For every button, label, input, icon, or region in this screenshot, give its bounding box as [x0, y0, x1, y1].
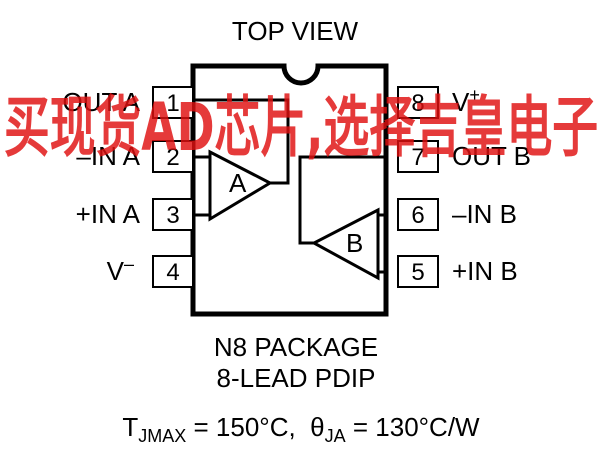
pin-2-number: 2 [166, 144, 179, 171]
pin-7-label: OUT B [452, 141, 531, 171]
package-type: 8-LEAD PDIP [217, 363, 376, 393]
amp-b-label: B [346, 228, 363, 258]
pin-4-label: V– [107, 254, 134, 286]
pin-6-number: 6 [411, 202, 424, 229]
pin-5-label: +IN B [452, 256, 518, 286]
pin-1-number: 1 [166, 90, 179, 117]
internal-wiring [193, 98, 386, 274]
amp-a-triangle [208, 149, 274, 222]
pin-2-label: –IN A [76, 141, 140, 171]
amp-a-label: A [229, 168, 247, 198]
pin-1-box [152, 86, 194, 119]
amplifier-b: B [310, 207, 380, 281]
amplifier-a: A [208, 149, 274, 222]
pin-3-label: +IN A [76, 199, 141, 229]
pin-3-box [152, 198, 194, 231]
pin-6-box [397, 198, 439, 231]
pin-6-label: –IN B [452, 199, 517, 229]
pin-5-number: 5 [411, 259, 424, 286]
pin-8-label: V+ [452, 85, 480, 117]
pin-4-box [152, 255, 194, 288]
wire-out-a [193, 98, 290, 185]
left-pins: 1 OUT A 2 –IN A 3 +IN A 4 V– [62, 86, 194, 288]
package-name: N8 PACKAGE [214, 332, 378, 362]
diagram-title: TOP VIEW [232, 16, 359, 46]
pin-1-label: OUT A [62, 87, 140, 117]
pin-5-box [397, 255, 439, 288]
pin-3-number: 3 [166, 202, 179, 229]
amp-b-triangle [310, 207, 380, 281]
package-body [190, 63, 389, 317]
pin-8-box [397, 86, 439, 119]
pin-8-number: 8 [411, 90, 424, 117]
thermal-spec: TJMAX = 150°C, θJA = 130°C/W [122, 412, 480, 446]
right-pins: 8 V+ 7 OUT B 6 –IN B 5 +IN B [397, 85, 531, 288]
wire-out-b [298, 155, 386, 245]
watermark-text: 买现货AD芯片,选择吉皇电子 [4, 89, 598, 166]
pin-7-number: 7 [411, 144, 424, 171]
pin-4-number: 4 [166, 259, 179, 286]
package-outline [190, 63, 389, 317]
pin-7-box [397, 140, 439, 173]
